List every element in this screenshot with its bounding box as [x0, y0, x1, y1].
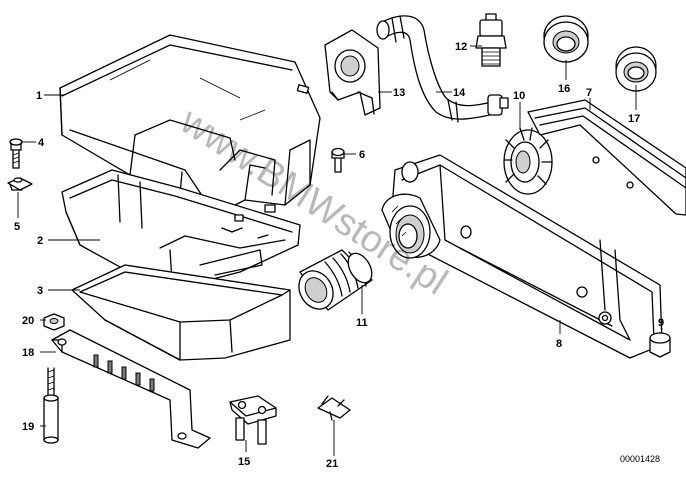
part-16-ring	[543, 15, 589, 63]
part-5-clip	[7, 177, 33, 191]
part-label-10: 10	[513, 90, 525, 102]
part-19-standoff	[43, 367, 59, 444]
part-20-nut	[43, 313, 65, 331]
part-1-upper-cover	[59, 34, 321, 216]
part-13-bracket	[324, 29, 381, 116]
part-label-6: 6	[359, 149, 365, 161]
part-label-15: 15	[238, 456, 250, 468]
part-17-ring	[615, 46, 657, 92]
part-label-1: 1	[36, 90, 42, 102]
part-8-duct-housing	[381, 154, 663, 359]
part-label-7: 7	[586, 87, 592, 99]
part-label-17: 17	[628, 113, 640, 125]
part-3-tray	[71, 264, 291, 361]
part-label-4: 4	[38, 137, 45, 149]
part-9-cap	[649, 332, 671, 358]
part-11-bellows	[298, 249, 373, 311]
part-label-18: 18	[22, 347, 34, 359]
part-label-11: 11	[356, 317, 368, 329]
part-label-14: 14	[453, 87, 466, 99]
part-4-screw	[9, 138, 23, 169]
part-14-hose	[376, 15, 509, 123]
part-12-sensor	[475, 13, 507, 67]
part-label-16: 16	[558, 83, 570, 95]
part-label-3: 3	[37, 285, 43, 297]
part-label-21: 21	[326, 458, 338, 470]
leader-lines	[17, 45, 663, 456]
part-label-2: 2	[37, 235, 43, 247]
part-21-clip	[317, 395, 351, 421]
part-7-seal	[527, 99, 686, 216]
part-label-12: 12	[455, 41, 467, 53]
part-number-labels: 1 2 3 4 5 6 7 8 9 10 11 12 13 14 15 16 1…	[14, 41, 664, 470]
part-label-20: 20	[22, 315, 34, 327]
part-label-8: 8	[556, 338, 562, 350]
diagram-code: 00001428	[620, 454, 660, 464]
part-label-9: 9	[658, 317, 664, 329]
part-label-13: 13	[393, 87, 405, 99]
part-15-connector	[229, 395, 277, 445]
part-label-19: 19	[22, 421, 34, 433]
part-label-5: 5	[14, 221, 20, 233]
part-10-fan	[503, 127, 553, 195]
part-18-bracket	[51, 329, 211, 449]
part-6-bolt	[331, 147, 345, 173]
